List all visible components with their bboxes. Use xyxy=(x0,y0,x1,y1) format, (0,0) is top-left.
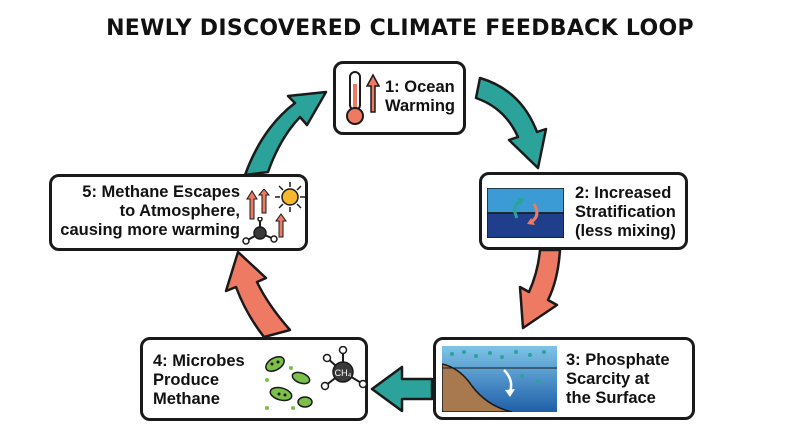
rising-arrow-icon xyxy=(366,73,380,113)
diagram-title: NEWLY DISCOVERED CLIMATE FEEDBACK LOOP xyxy=(106,16,694,41)
arrow-4-to-5 xyxy=(224,250,292,339)
microbes-icon xyxy=(265,356,313,410)
arrow-1-to-2 xyxy=(474,76,548,170)
ocean-profile-icon xyxy=(442,346,557,412)
methane-formula: CH₄ xyxy=(335,368,352,378)
rising-heat-arrows-icon xyxy=(246,189,287,238)
step-1-box: 1: Ocean Warming xyxy=(333,61,466,135)
step-2-box: 2: Increased Stratification (less mixing… xyxy=(479,172,688,250)
arrow-5-to-1 xyxy=(243,90,328,177)
step-3-label: 3: Phosphate Scarcity at the Surface xyxy=(566,351,670,407)
step-4-label: 4: Microbes Produce Methane xyxy=(153,352,245,408)
step-5-box: 5: Methane Escapes to Atmosphere, causin… xyxy=(49,174,308,251)
thermometer-icon xyxy=(346,71,364,125)
step-4-box: 4: Microbes Produce Methane CH₄ xyxy=(140,337,368,421)
step-5-label: 5: Methane Escapes to Atmosphere, causin… xyxy=(60,183,240,239)
molecule-icon xyxy=(242,217,278,245)
arrow-2-to-3 xyxy=(518,248,562,330)
arrow-3-to-4 xyxy=(370,365,434,413)
step-1-label: 1: Ocean Warming xyxy=(385,78,455,115)
methane-molecule-icon: CH₄ xyxy=(320,346,368,391)
step-3-box: 3: Phosphate Scarcity at the Surface xyxy=(433,337,695,420)
stratified-water-icon xyxy=(487,188,564,238)
step-2-label: 2: Increased Stratification (less mixing… xyxy=(575,184,676,240)
sun-icon xyxy=(275,182,305,212)
